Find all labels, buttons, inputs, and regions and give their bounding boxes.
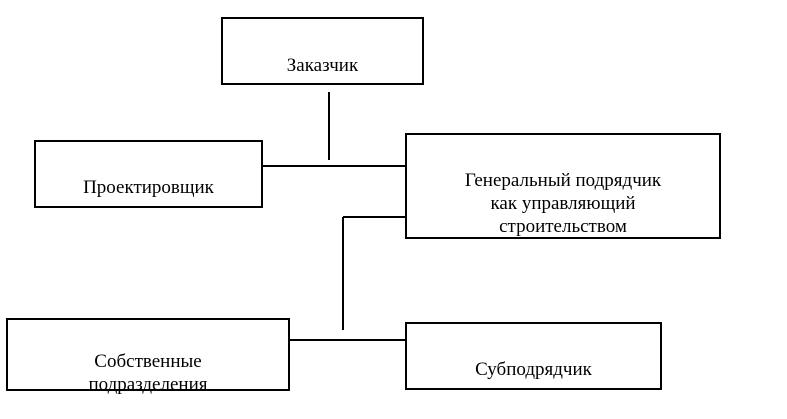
- node-subcontractor-label: Субподрядчик: [475, 359, 592, 380]
- node-designer: Проектировщик: [34, 140, 263, 208]
- node-customer-label: Заказчик: [286, 55, 359, 76]
- node-general-contractor-label: Генеральный подрядчик как управляющий ст…: [464, 170, 662, 237]
- node-general-contractor: Генеральный подрядчик как управляющий ст…: [405, 133, 721, 239]
- node-designer-label: Проектировщик: [83, 177, 214, 198]
- node-own-divisions: Собственные подразделения: [6, 318, 290, 395]
- org-diagram: Заказчик Проектировщик Генеральный подря…: [6, 17, 721, 395]
- connector-lines: [263, 92, 410, 341]
- node-subcontractor: Субподрядчик: [405, 322, 662, 390]
- node-customer: Заказчик: [221, 17, 424, 85]
- node-own-divisions-label: Собственные подразделения: [88, 351, 208, 395]
